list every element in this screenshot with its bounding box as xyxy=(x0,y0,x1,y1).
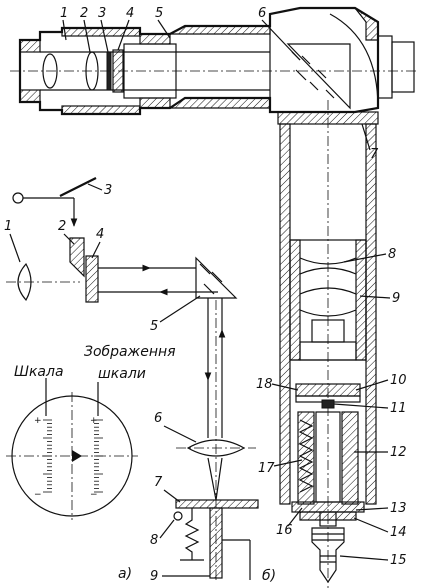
label-side-16: 16 xyxy=(276,523,293,538)
subfigure-b-label: б) xyxy=(262,568,276,584)
svg-text:+: + xyxy=(34,416,42,426)
subfigure-a-label: а) xyxy=(118,566,132,582)
mirror xyxy=(59,177,97,197)
eyepiece-lens-schematic xyxy=(17,262,32,302)
prism xyxy=(286,43,351,110)
label-top-5: 5 xyxy=(155,6,163,21)
light-source xyxy=(12,192,24,204)
svg-text:−: − xyxy=(90,490,98,500)
label-sch-7: 7 xyxy=(154,475,163,490)
label-side-17: 17 xyxy=(258,461,275,476)
label-sch-4: 4 xyxy=(96,227,104,242)
label-side-13: 13 xyxy=(390,501,407,516)
label-top-3: 3 xyxy=(98,6,106,21)
label-side-15: 15 xyxy=(390,553,407,568)
label-side-18: 18 xyxy=(256,377,273,392)
label-top-2: 2 xyxy=(80,6,88,21)
svg-text:+: + xyxy=(90,416,98,426)
label-side-9: 9 xyxy=(392,291,400,306)
label-side-8: 8 xyxy=(388,247,396,262)
label-side-11: 11 xyxy=(390,401,407,416)
label-side-10: 10 xyxy=(390,373,407,388)
scale-image-label-1: Зображення xyxy=(84,344,176,360)
scale-image-label-2: шкали xyxy=(98,366,146,382)
label-side-12: 12 xyxy=(390,445,407,460)
label-top-1: 1 xyxy=(60,6,68,21)
label-sch-5: 5 xyxy=(150,319,158,334)
eyepiece-tube xyxy=(10,6,418,116)
pointer-icon xyxy=(72,450,82,462)
label-sch-1: 1 xyxy=(4,219,12,234)
label-side-14: 14 xyxy=(390,525,407,540)
label-top-6: 6 xyxy=(258,6,266,21)
label-top-7: 7 xyxy=(370,147,379,162)
scale-label: Шкала xyxy=(14,364,64,380)
svg-text:−: − xyxy=(34,490,42,500)
label-sch-2: 2 xyxy=(58,219,66,234)
scale-view: + − + − xyxy=(6,378,138,520)
optical-schematic xyxy=(6,177,259,580)
label-sch-3: 3 xyxy=(104,183,112,198)
vertical-column xyxy=(277,100,379,588)
label-top-4: 4 xyxy=(126,6,134,21)
label-sch-6: 6 xyxy=(154,411,162,426)
label-sch-8: 8 xyxy=(150,533,158,548)
label-sch-9: 9 xyxy=(150,569,158,584)
